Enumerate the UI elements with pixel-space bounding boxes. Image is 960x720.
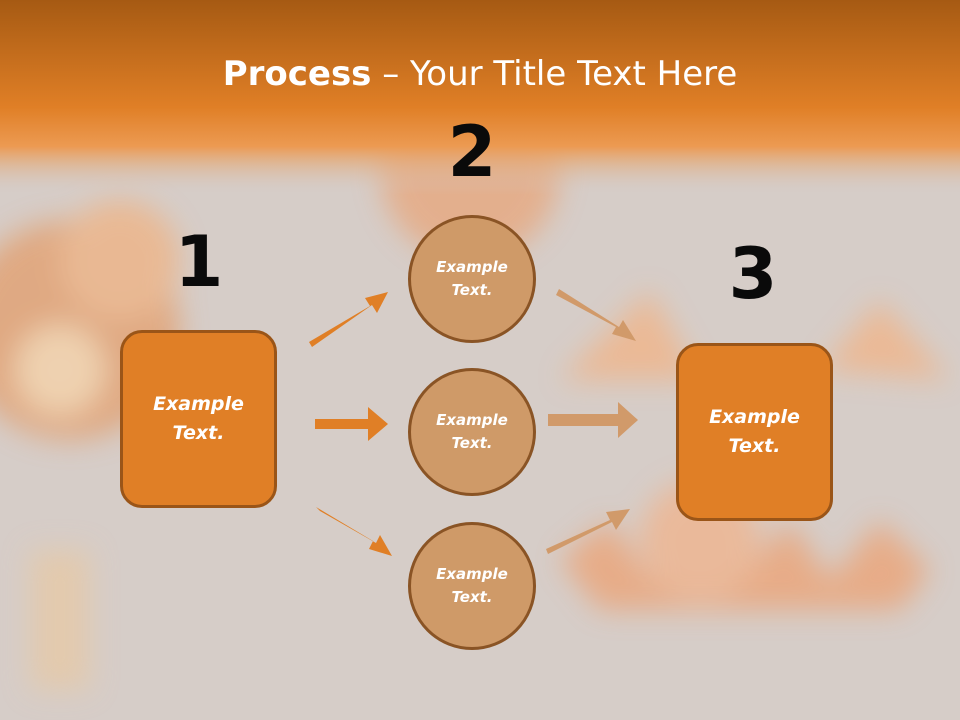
arrow-1-to-circle-3 <box>316 507 392 556</box>
arrow-circle-2-to-3 <box>548 402 638 438</box>
arrow-1-to-circle-1 <box>309 292 388 347</box>
arrow-1-to-circle-2 <box>315 407 388 441</box>
slide-title: Process – Your Title Text Here <box>0 52 960 96</box>
step-2-circle-1-label: Example Text. <box>436 258 508 299</box>
step-2-circle-3: Example Text. <box>408 522 536 650</box>
step-2-circle-2: Example Text. <box>408 368 536 496</box>
arrow-circle-1-to-3 <box>556 289 636 341</box>
step-1-number: 1 <box>174 221 224 303</box>
step-2-circle-3-label: Example Text. <box>436 565 508 606</box>
step-3-box: Example Text. <box>676 343 833 521</box>
step-3-number: 3 <box>728 233 778 315</box>
step-2-circle-2-label: Example Text. <box>436 411 508 452</box>
arrow-circle-3-to-3 <box>546 509 630 554</box>
title-bold: Process <box>222 54 372 94</box>
title-rest: – Your Title Text Here <box>371 54 738 94</box>
step-1-label: Example Text. <box>153 393 244 444</box>
step-3-label: Example Text. <box>709 406 800 457</box>
step-2-circle-1: Example Text. <box>408 215 536 343</box>
step-2-number: 2 <box>447 111 497 193</box>
step-1-box: Example Text. <box>120 330 277 508</box>
